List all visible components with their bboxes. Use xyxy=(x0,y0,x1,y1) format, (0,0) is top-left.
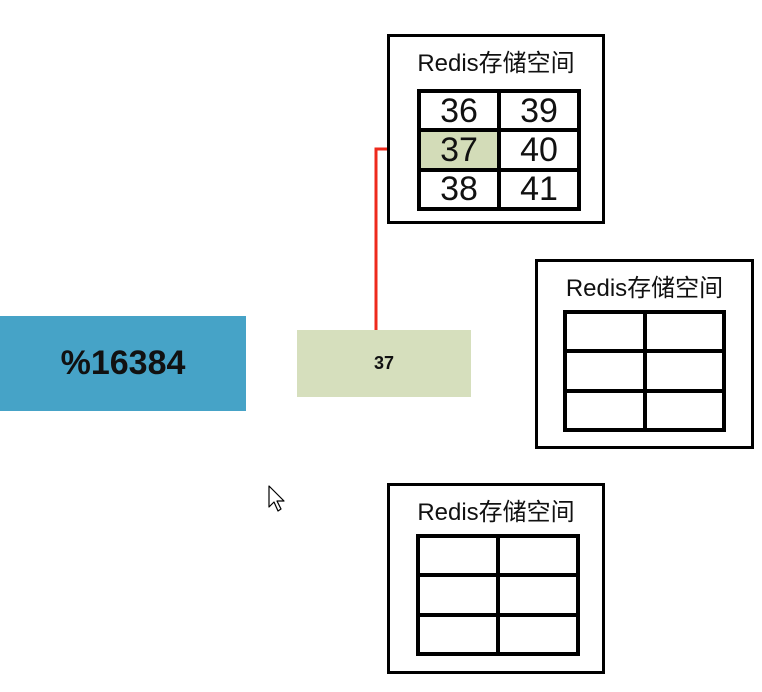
slot-grid xyxy=(416,534,580,656)
slot-cell: 40 xyxy=(499,130,579,170)
slot-cell: 36 xyxy=(419,91,499,131)
slot-cell xyxy=(644,390,724,430)
slot-cell: 38 xyxy=(419,169,499,209)
modulo-label: %16384 xyxy=(60,344,186,382)
storage-title: Redis存储空间 xyxy=(565,275,724,302)
modulo-box: %16384 xyxy=(0,316,246,411)
slot-cell-highlighted: 37 xyxy=(419,130,499,170)
redis-storage-1: Redis存储空间 36 39 37 40 38 41 xyxy=(387,34,605,224)
slot-cell xyxy=(565,390,645,430)
storage-title: Redis存储空间 xyxy=(417,50,575,77)
slot-grid: 36 39 37 40 38 41 xyxy=(417,89,581,211)
slot-grid xyxy=(563,310,726,432)
slot-cell xyxy=(565,351,645,391)
slot-cell xyxy=(644,312,724,352)
slot-cell xyxy=(498,614,578,654)
slot-cell: 39 xyxy=(499,91,579,131)
slot-box: 37 xyxy=(297,330,471,397)
slot-cell xyxy=(498,575,578,615)
slot-cell xyxy=(418,536,498,576)
slot-value: 37 xyxy=(373,353,395,373)
slot-cell xyxy=(418,575,498,615)
redis-storage-3: Redis存储空间 xyxy=(387,483,605,674)
slot-cell xyxy=(498,536,578,576)
mouse-pointer-icon xyxy=(268,485,285,512)
slot-cell xyxy=(418,614,498,654)
storage-title: Redis存储空间 xyxy=(417,499,575,526)
redis-storage-2: Redis存储空间 xyxy=(535,259,754,449)
slot-cell: 41 xyxy=(499,169,579,209)
slot-cell xyxy=(565,312,645,352)
slot-cell xyxy=(644,351,724,391)
